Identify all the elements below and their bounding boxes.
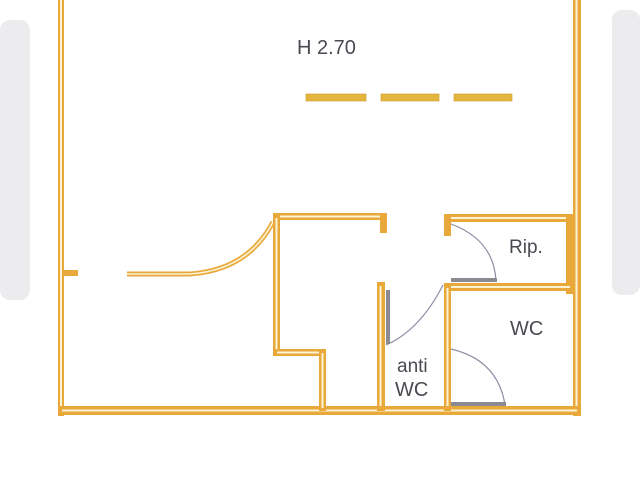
ceiling-height-label: H 2.70 bbox=[297, 37, 356, 59]
wc-label: WC bbox=[510, 318, 543, 340]
door-anti-wc bbox=[385, 284, 444, 346]
dashed-overhead-line bbox=[305, 93, 513, 102]
wall-stub bbox=[64, 270, 78, 276]
left-side-bar bbox=[0, 20, 30, 300]
duct-block bbox=[273, 213, 387, 411]
anti-wc-label-line2: WC bbox=[395, 379, 428, 401]
door-storage bbox=[450, 223, 497, 282]
anti-wc-label-line1: anti bbox=[397, 356, 428, 377]
storage-label: Rip. bbox=[509, 237, 543, 258]
right-side-bar bbox=[612, 10, 640, 295]
service-walls bbox=[377, 214, 574, 411]
door-wc bbox=[450, 348, 506, 406]
curved-partition bbox=[127, 220, 276, 277]
